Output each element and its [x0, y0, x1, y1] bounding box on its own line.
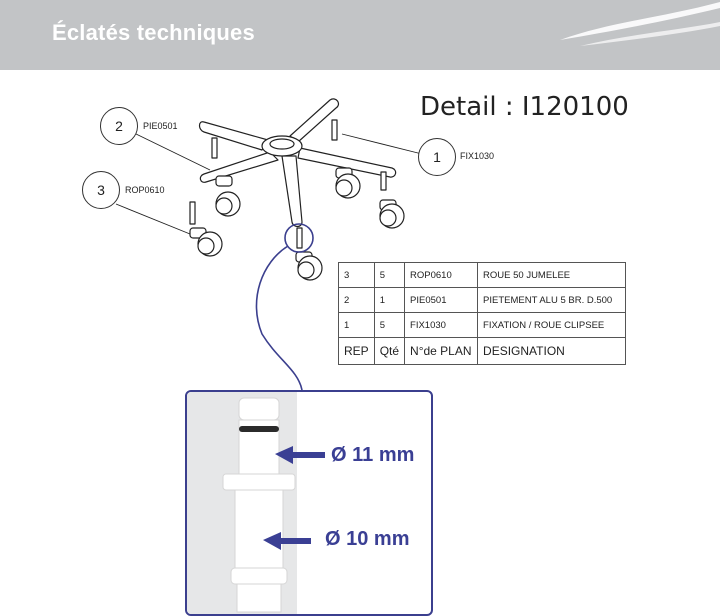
bill-of-materials-table: 3 5 ROP0610 ROUE 50 JUMELEE 2 1 PIE0501 … — [338, 262, 627, 365]
bom-cell-qty: 1 — [373, 287, 406, 313]
table-row: 3 5 ROP0610 ROUE 50 JUMELEE — [338, 262, 627, 288]
bom-cell-qty: 5 — [373, 312, 406, 338]
callout-code-1: FIX1030 — [460, 151, 495, 161]
pin-detail-drawing — [222, 397, 325, 613]
dimension-upper-label: Ø 11 mm — [331, 444, 415, 466]
table-row: 1 5 FIX1030 FIXATION / ROUE CLIPSEE — [338, 312, 627, 338]
bom-cell-rep: 3 — [338, 262, 375, 288]
bom-header-plan: N°de PLAN — [404, 337, 479, 365]
callout-rep-2: 2 — [100, 107, 138, 145]
bom-header-designation: DESIGNATION — [477, 337, 627, 365]
callout-code-3: ROP0610 — [125, 185, 165, 195]
bom-cell-rep: 1 — [338, 312, 375, 338]
bom-cell-plan: PIE0501 — [404, 287, 479, 313]
callout-rep-3: 3 — [82, 171, 120, 209]
bom-cell-rep: 2 — [338, 287, 375, 313]
table-header-row: REP Qté N°de PLAN DESIGNATION — [338, 337, 627, 365]
bom-header-rep: REP — [338, 337, 375, 365]
callout-code-2: PIE0501 — [143, 121, 178, 131]
bom-cell-plan: ROP0610 — [404, 262, 479, 288]
detail-title: Detail : I120100 — [420, 92, 629, 122]
page-header: Éclatés techniques — [0, 0, 720, 70]
pin-detail-zoom: Ø 11 mm Ø 10 mm — [185, 390, 433, 616]
bom-cell-designation: PIETEMENT ALU 5 BR. D.500 — [477, 287, 627, 313]
bom-header-qty: Qté — [373, 337, 406, 365]
table-row: 2 1 PIE0501 PIETEMENT ALU 5 BR. D.500 — [338, 287, 627, 313]
dimension-lower-label: Ø 10 mm — [325, 528, 410, 550]
bom-cell-designation: ROUE 50 JUMELEE — [477, 262, 627, 288]
bom-cell-plan: FIX1030 — [404, 312, 479, 338]
bom-cell-designation: FIXATION / ROUE CLIPSEE — [477, 312, 627, 338]
bom-cell-qty: 5 — [373, 262, 406, 288]
wing-logo-icon — [560, 2, 720, 46]
callout-rep-1: 1 — [418, 138, 456, 176]
page-title: Éclatés techniques — [52, 20, 255, 45]
